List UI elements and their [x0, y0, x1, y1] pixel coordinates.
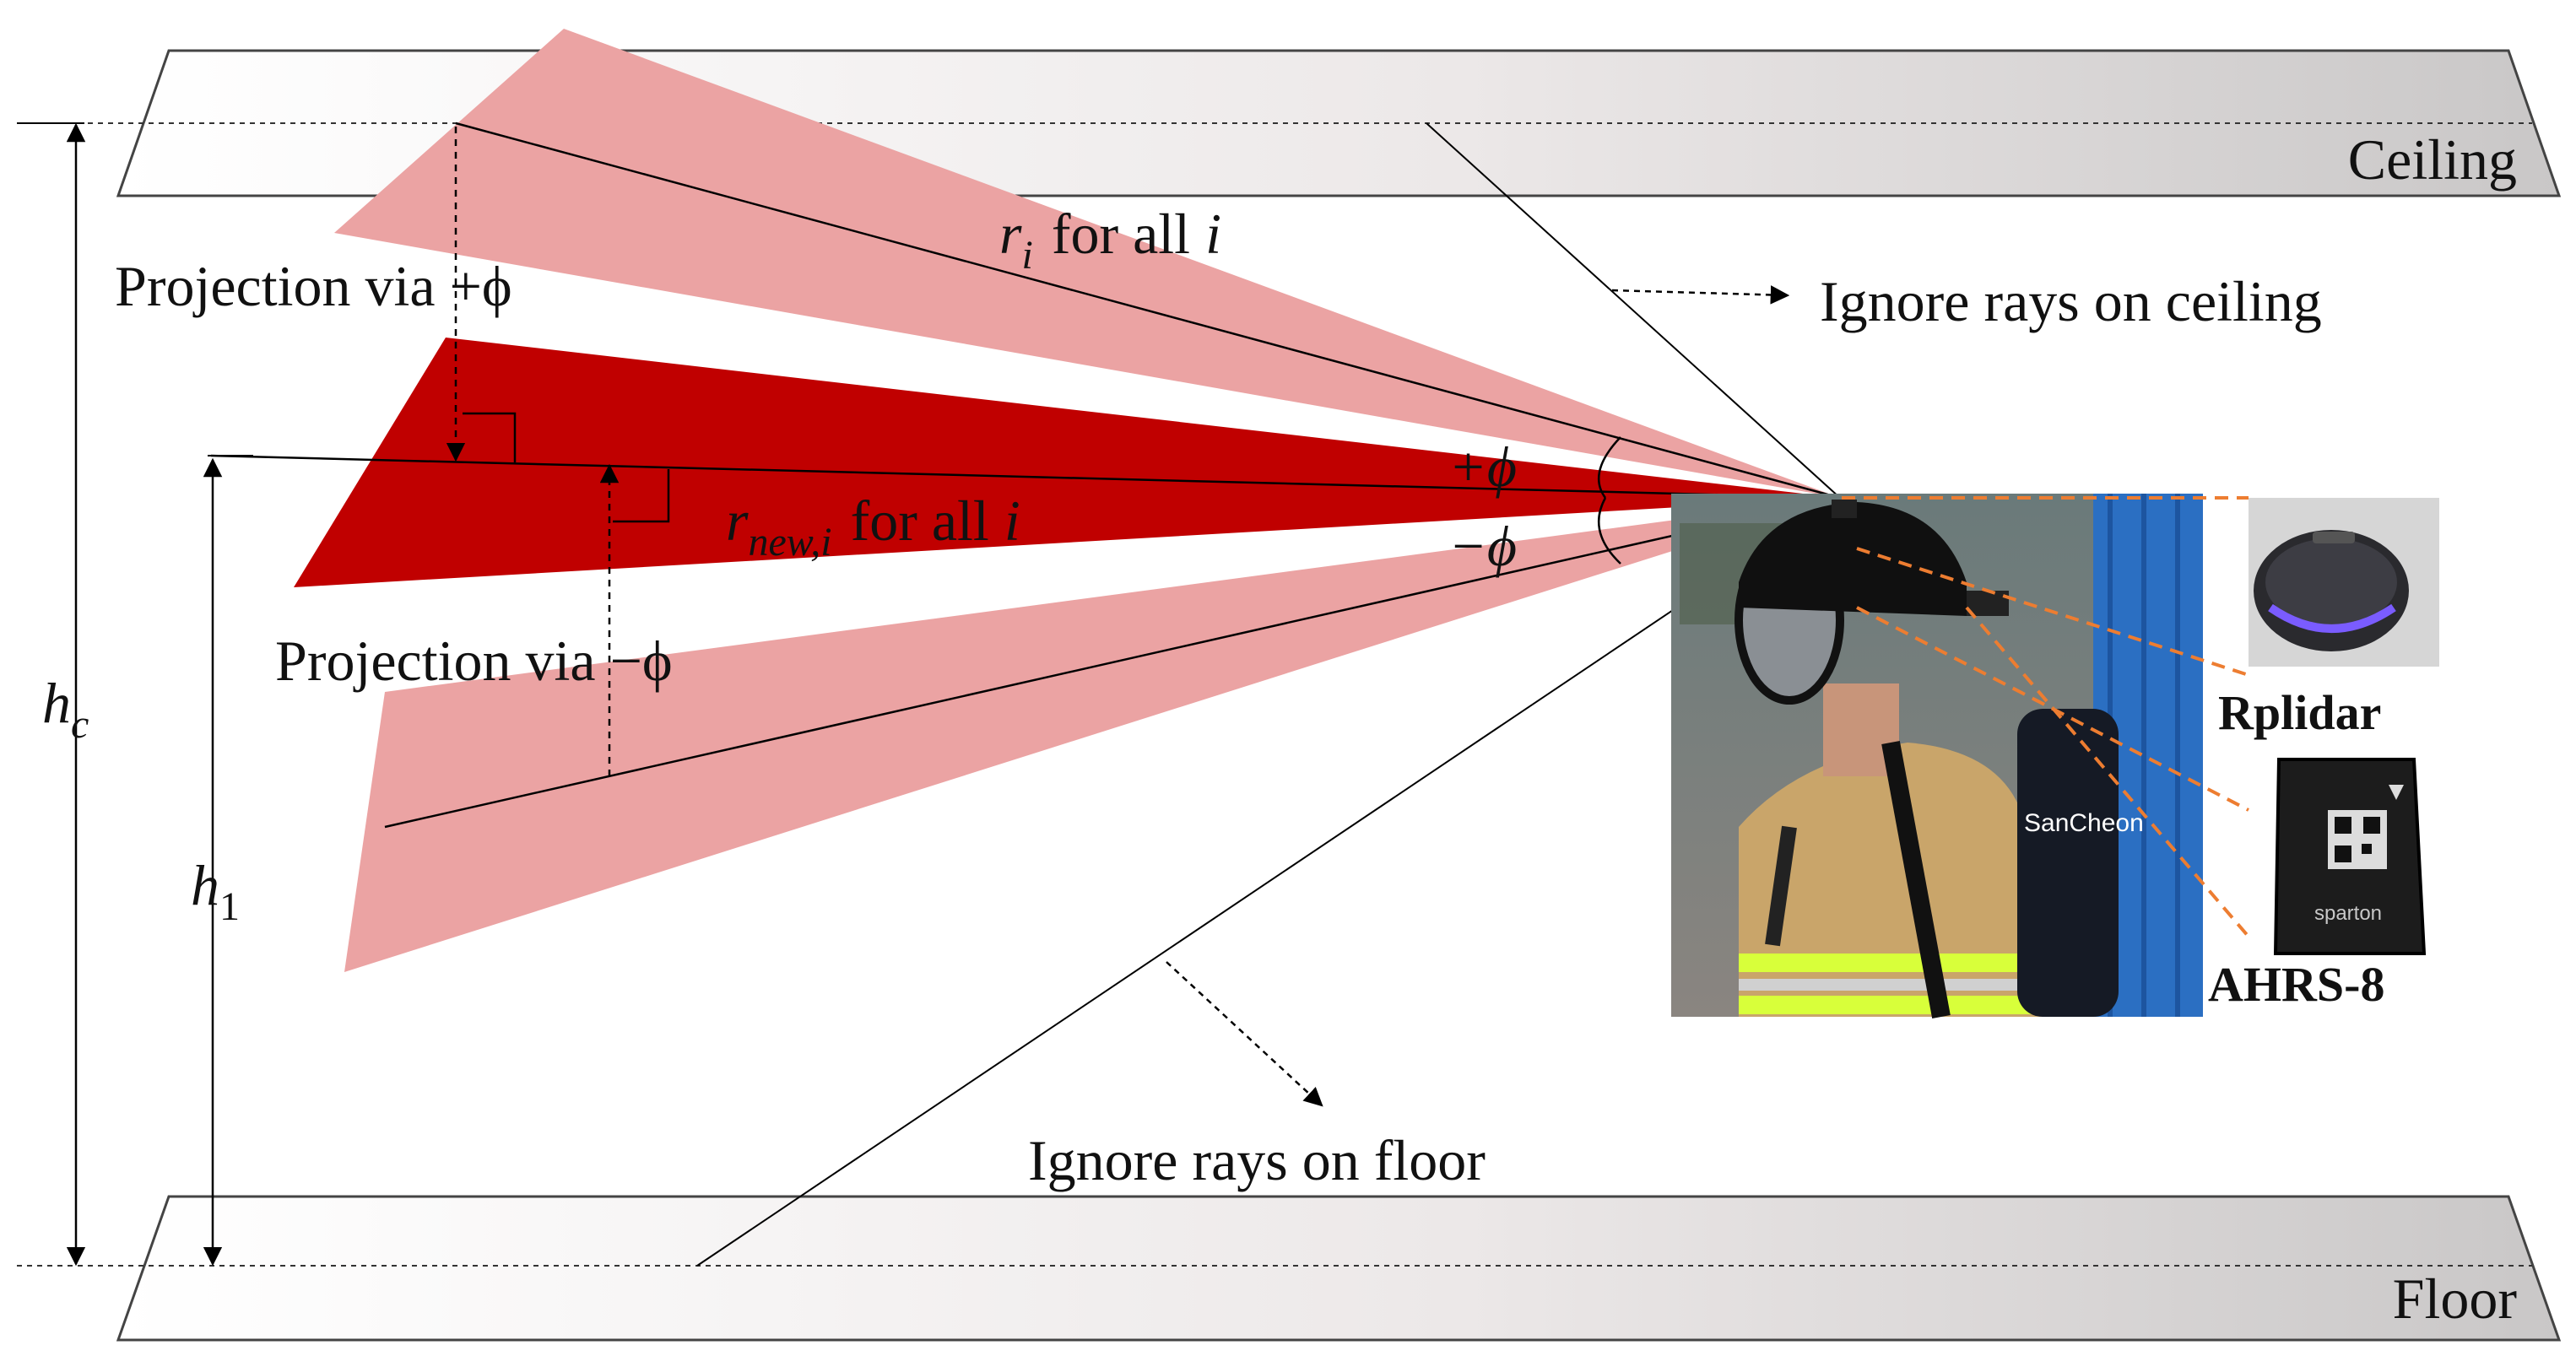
projected-beam	[294, 338, 1840, 587]
floor-label: Floor	[2393, 1267, 2518, 1331]
rnew-forall: for all	[851, 489, 989, 553]
right-angle-plus	[463, 412, 517, 462]
right-angle-minus	[613, 469, 670, 523]
rnew-subscript: new,i	[748, 520, 831, 565]
ray-ri	[455, 122, 1841, 500]
minus-phi-label: −ϕ	[1448, 514, 1517, 578]
angle-arc-plus	[1598, 436, 1621, 499]
hc-symbol: h	[42, 671, 71, 735]
h1-symbol: h	[191, 853, 219, 917]
upper-beam	[334, 29, 1840, 498]
callout-ahrs-bottom	[1965, 606, 2250, 938]
air-tank	[2017, 709, 2119, 1017]
hc-subscript: c	[71, 702, 89, 747]
callout-rplidar	[1856, 547, 2249, 677]
rplidar-label: Rplidar	[2218, 685, 2381, 740]
firefighter-photo: SanCheon	[1671, 494, 2203, 1018]
ri-subscript: i	[1021, 233, 1032, 278]
hc-label: hc	[42, 671, 89, 747]
projection-plus-label: Projection via +ϕ	[115, 254, 512, 318]
ahrs-label: AHRS-8	[2208, 957, 2384, 1012]
h1-subscript: 1	[219, 884, 240, 929]
ignore-floor-label: Ignore rays on floor	[1028, 1128, 1486, 1192]
ray-rnew	[210, 454, 1841, 500]
lower-beam	[344, 498, 1840, 972]
ray-to-ceiling	[1426, 122, 1841, 499]
helmet	[1739, 502, 1967, 616]
ri-i: i	[1205, 202, 1221, 266]
ceiling-plane: Ceiling	[17, 49, 2562, 197]
rnew-symbol: r	[726, 489, 749, 553]
ri-forall: for all	[1052, 202, 1190, 266]
ignore-ceiling-label: Ignore rays on ceiling	[1820, 269, 2322, 333]
rplidar-device	[2249, 498, 2439, 667]
projection-minus-label: Projection via −ϕ	[275, 629, 673, 693]
tank-brand: SanCheon	[2024, 809, 2144, 837]
ri-symbol: r	[999, 202, 1022, 266]
lidar-led-ring	[2268, 603, 2396, 633]
ignore-floor-arrow	[1166, 961, 1323, 1107]
plus-phi-label: +ϕ	[1448, 435, 1517, 499]
ray-lower	[384, 496, 1841, 829]
device-brand: sparton	[2314, 902, 2382, 925]
ceiling-label: Ceiling	[2348, 127, 2517, 192]
rnew-i: i	[1004, 489, 1020, 553]
angle-arc-minus	[1598, 497, 1621, 565]
ignore-ceiling-arrow	[1611, 285, 1790, 305]
h1-label: h1	[191, 853, 240, 929]
firefighter-jacket	[1739, 743, 2043, 1017]
ahrs-device: sparton	[2273, 758, 2427, 955]
ray-to-floor	[696, 497, 1841, 1267]
floor-plane: Floor	[17, 1195, 2562, 1342]
